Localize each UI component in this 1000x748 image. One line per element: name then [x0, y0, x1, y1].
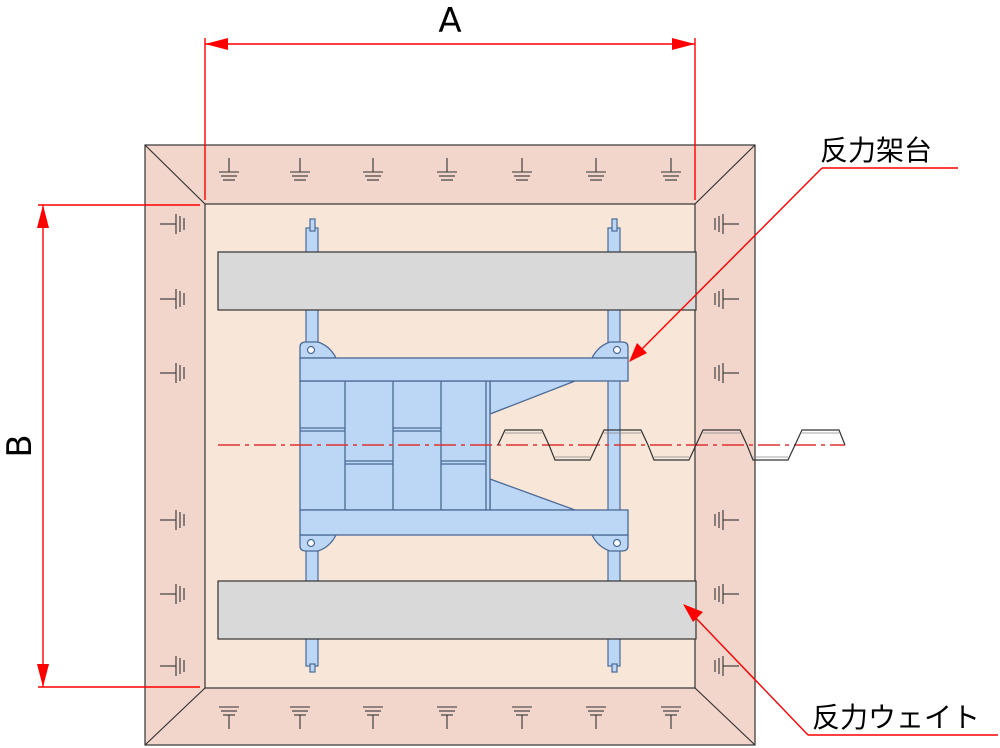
ground-symbol-icon: [160, 289, 185, 309]
callout-weight-label: 反力ウェイト: [812, 701, 980, 734]
callout-weight-arrow: [683, 604, 703, 622]
ground-symbol-icon: [714, 584, 739, 604]
ground-symbol-icon: [714, 363, 739, 383]
dimension-b-arrow-top: [37, 205, 49, 228]
reaction-weight-bottom: [217, 580, 697, 640]
ground-symbol-icon: [160, 584, 185, 604]
ground-symbol-icon: [160, 510, 185, 530]
bracket-top-right: [590, 341, 629, 359]
ground-symbol-icon: [714, 656, 739, 676]
dimension-a-arrow-left: [205, 38, 228, 50]
ground-symbol-icon: [363, 158, 383, 181]
bracket-bottom-right: [590, 534, 629, 552]
ground-symbols-bottom: [219, 706, 681, 729]
bracket-holes: [306, 345, 622, 548]
reaction-frame: [299, 341, 629, 552]
corner-lines: [144, 144, 756, 746]
ground-symbol-icon: [714, 214, 739, 234]
sheet-pile: [497, 429, 846, 461]
ground-symbol-icon: [437, 158, 457, 181]
dimension-a-arrow-right: [672, 38, 695, 50]
ground-symbol-icon: [160, 363, 185, 383]
reaction-weight-top: [217, 251, 697, 311]
ground-symbol-icon: [661, 706, 681, 729]
callout-frame-leader: [637, 167, 958, 354]
ground-symbol-icon: [290, 706, 310, 729]
ground-symbol-icon: [661, 158, 681, 181]
ground-symbol-icon: [290, 158, 310, 181]
ground-symbols-top: [219, 158, 681, 181]
ground-symbol-icon: [437, 706, 457, 729]
ground-symbol-icon: [160, 656, 185, 676]
sheet-pile-inner: [505, 432, 839, 458]
ground-symbol-icon: [714, 289, 739, 309]
ground-symbol-icon: [512, 158, 532, 181]
bracket-top-left: [299, 341, 338, 359]
dimension-b-arrow-bottom: [37, 664, 49, 687]
dimension-a: [204, 38, 696, 200]
ground-symbol-icon: [586, 706, 606, 729]
ground-symbol-icon: [586, 158, 606, 181]
ground-symbol-icon: [512, 706, 532, 729]
beam-bottom: [299, 509, 629, 536]
callout-frame-arrow: [629, 343, 647, 362]
ground-symbols-right: [714, 214, 739, 676]
beam-top: [299, 357, 629, 382]
tie-rods: [305, 218, 621, 673]
callout-frame-label: 反力架台: [820, 134, 932, 167]
dimension-b-label: B: [0, 434, 40, 457]
bracket-bottom-left: [299, 534, 338, 552]
ground-symbols-left: [160, 214, 185, 676]
ground-symbol-icon: [219, 706, 239, 729]
ground-symbol-icon: [160, 214, 185, 234]
dimension-a-label: A: [438, 1, 461, 41]
ground-symbol-icon: [363, 706, 383, 729]
ground-symbol-icon: [219, 158, 239, 181]
ground-symbol-icon: [714, 510, 739, 530]
dimension-b: [38, 204, 200, 688]
callout-weight-leader: [691, 613, 998, 736]
